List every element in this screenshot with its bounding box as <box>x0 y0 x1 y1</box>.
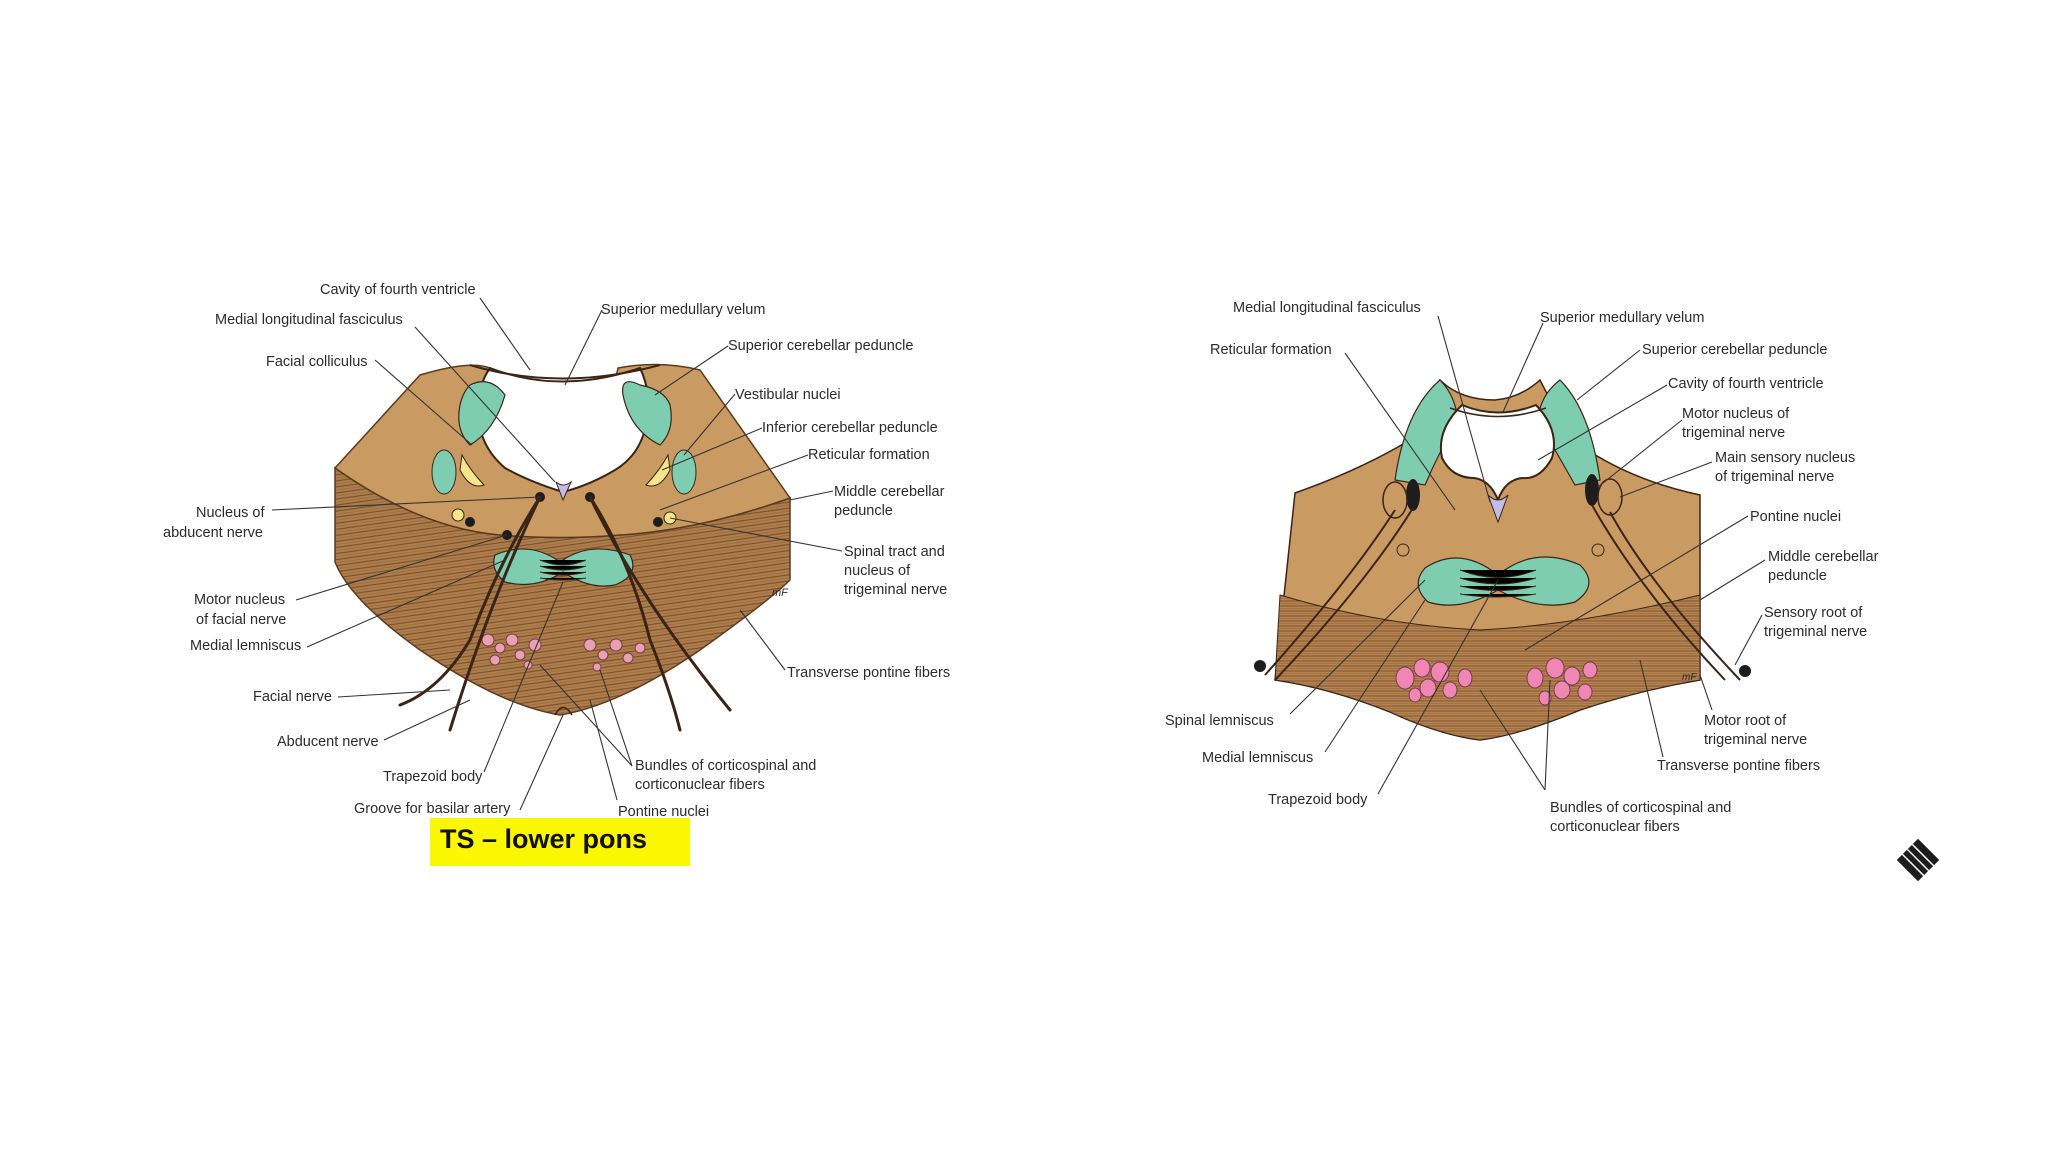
right-sensory-root-r <box>1609 511 1741 681</box>
label-nucleus-abducent-2: abducent nerve <box>163 525 263 541</box>
label-pontine-nuclei: Pontine nuclei <box>618 804 709 820</box>
label-motor-nucleus-facial-1: Motor nucleus <box>194 592 285 608</box>
r-label-superior-medullary-velum: Superior medullary velum <box>1540 310 1704 326</box>
right-mlf <box>1487 494 1509 524</box>
label-facial-nerve: Facial nerve <box>253 689 332 705</box>
label-transverse-pontine-fibers: Transverse pontine fibers <box>787 665 950 681</box>
r-label-transverse-pontine-fibers: Transverse pontine fibers <box>1657 758 1820 774</box>
left-abducent-nucleus-l <box>465 517 475 527</box>
label-motor-nucleus-facial-2: of facial nerve <box>196 612 286 628</box>
label-middle-cerebellar-1: Middle cerebellar <box>834 484 945 500</box>
right-superior-cerebellar-peduncle-l <box>1394 379 1459 486</box>
label-superior-cerebellar-peduncle: Superior cerebellar peduncle <box>728 338 913 354</box>
label-bundles-1: Bundles of corticospinal and <box>635 758 816 774</box>
label-medial-lemniscus: Medial lemniscus <box>190 638 301 654</box>
slide-logo-icon <box>1896 838 1940 882</box>
right-main-sensory-nucleus-l <box>1382 481 1408 519</box>
slide-caption: TS – lower pons <box>440 824 648 854</box>
r-label-motor-nucleus-trigeminal-1: Motor nucleus of <box>1682 406 1790 422</box>
right-sensory-root-l <box>1264 509 1396 676</box>
right-motor-root-r <box>1591 504 1726 681</box>
r-label-middle-cerebellar-2: peduncle <box>1768 568 1827 584</box>
left-mlf <box>555 480 573 502</box>
left-abducent-nerve-r <box>588 495 732 712</box>
r-label-main-sensory-1: Main sensory nucleus <box>1715 450 1855 466</box>
left-trapezoid-fibers <box>539 559 587 581</box>
left-superior-cerebellar-peduncle-r <box>622 381 672 446</box>
right-trapezoid-fibers <box>1459 569 1537 598</box>
r-label-bundles-1: Bundles of corticospinal and <box>1550 800 1731 816</box>
r-label-cavity-fourth-ventricle: Cavity of fourth ventricle <box>1668 376 1824 392</box>
right-leader-lines <box>1289 315 1766 795</box>
r-label-main-sensory-2: of trigeminal nerve <box>1715 469 1834 485</box>
r-label-bundles-2: corticonuclear fibers <box>1550 819 1680 835</box>
r-label-pontine-nuclei: Pontine nuclei <box>1750 509 1841 525</box>
right-superior-cerebellar-peduncle-r <box>1537 379 1601 486</box>
r-label-mlf: Medial longitudinal fasciculus <box>1233 300 1421 316</box>
left-spinal-tract-l <box>451 508 465 522</box>
label-spinal-tract-3: trigeminal nerve <box>844 582 947 598</box>
label-nucleus-abducent-1: Nucleus of <box>196 505 265 521</box>
label-abducent-nerve: Abducent nerve <box>277 734 379 750</box>
label-vestibular-nuclei: Vestibular nuclei <box>735 387 841 403</box>
r-label-motor-root-1: Motor root of <box>1704 713 1787 729</box>
caption-highlight <box>430 818 690 866</box>
left-labels: Cavity of fourth ventricle Medial longit… <box>163 282 950 820</box>
left-abducent-nerve-l <box>448 495 542 732</box>
label-spinal-tract-2: nucleus of <box>844 563 911 579</box>
left-pons-section: mF <box>333 363 792 732</box>
label-mlf: Medial longitudinal fasciculus <box>215 312 403 328</box>
left-vestibular-nucleus-l <box>431 449 457 495</box>
r-label-medial-lemniscus: Medial lemniscus <box>1202 750 1313 766</box>
r-label-reticular-formation: Reticular formation <box>1210 342 1332 358</box>
label-trapezoid-body: Trapezoid body <box>383 769 483 785</box>
r-label-spinal-lemniscus: Spinal lemniscus <box>1165 713 1274 729</box>
r-label-motor-nucleus-trigeminal-2: trigeminal nerve <box>1682 425 1785 441</box>
r-label-sensory-root-2: trigeminal nerve <box>1764 624 1867 640</box>
right-corticospinal-bundles <box>1395 657 1598 706</box>
right-main-sensory-nucleus-r <box>1597 478 1623 516</box>
r-label-trapezoid-body: Trapezoid body <box>1268 792 1368 808</box>
right-motor-nucleus-trigeminal-r <box>1585 474 1599 506</box>
r-label-middle-cerebellar-1: Middle cerebellar <box>1768 549 1879 565</box>
label-bundles-2: corticonuclear fibers <box>635 777 765 793</box>
left-leader-lines <box>271 297 843 811</box>
left-corticospinal-bundles <box>481 633 646 672</box>
right-motor-nucleus-trigeminal-l <box>1406 479 1420 511</box>
r-label-sensory-root-1: Sensory root of <box>1764 605 1863 621</box>
right-labels: Medial longitudinal fasciculus Superior … <box>1165 300 1879 835</box>
left-superior-cerebellar-peduncle-l <box>458 381 506 446</box>
label-middle-cerebellar-2: peduncle <box>834 503 893 519</box>
right-motor-root-l <box>1274 507 1414 681</box>
label-reticular-formation: Reticular formation <box>808 447 930 463</box>
left-facial-nerve-l <box>398 495 542 707</box>
label-inferior-cerebellar-peduncle: Inferior cerebellar peduncle <box>762 420 938 436</box>
left-artist-signature: mF <box>772 587 789 599</box>
label-groove-basilar: Groove for basilar artery <box>354 801 511 817</box>
left-vestibular-nucleus-r <box>671 449 697 495</box>
left-inferior-cerebellar-peduncle-r <box>645 453 671 487</box>
right-transverse-fibers <box>1274 594 1701 741</box>
r-label-superior-cerebellar-peduncle: Superior cerebellar peduncle <box>1642 342 1827 358</box>
left-inferior-cerebellar-peduncle-l <box>459 453 485 487</box>
left-nucleus-dot <box>653 517 663 527</box>
left-facial-nerve-r <box>588 495 682 732</box>
right-pons-section: mF <box>1254 378 1751 741</box>
label-superior-medullary-velum: Superior medullary velum <box>601 302 765 318</box>
label-cavity-fourth-ventricle: Cavity of fourth ventricle <box>320 282 476 298</box>
label-facial-colliculus: Facial colliculus <box>266 354 368 370</box>
right-artist-signature: mF <box>1682 672 1697 683</box>
r-label-motor-root-2: trigeminal nerve <box>1704 732 1807 748</box>
label-spinal-tract-1: Spinal tract and <box>844 544 945 560</box>
